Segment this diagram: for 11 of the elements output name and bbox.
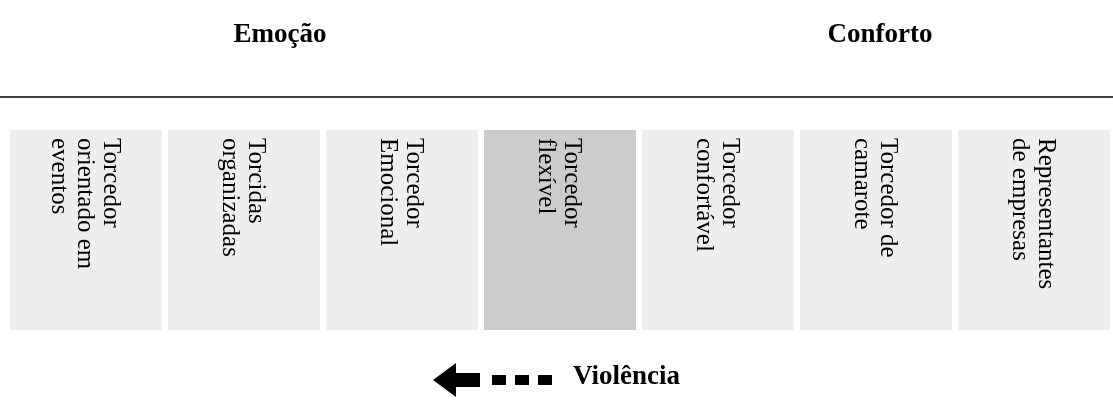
axis-heading: Conforto xyxy=(827,18,933,49)
segment-column xyxy=(484,130,636,330)
column-label: Torcedor Emocional xyxy=(376,138,428,249)
column-label: Torcidas organizadas xyxy=(218,138,270,259)
column-label: Representantes de empresas xyxy=(1008,138,1060,292)
column-label: Torcedor de camarote xyxy=(850,138,902,260)
column-label: Torcedor confortável xyxy=(692,138,744,254)
axis-heading: Emoção xyxy=(233,18,327,49)
column-label: Torcedor flexível xyxy=(534,138,586,230)
column-label: Torcedor orientado em eventos xyxy=(47,138,125,272)
direction-label: Violência xyxy=(573,360,680,391)
